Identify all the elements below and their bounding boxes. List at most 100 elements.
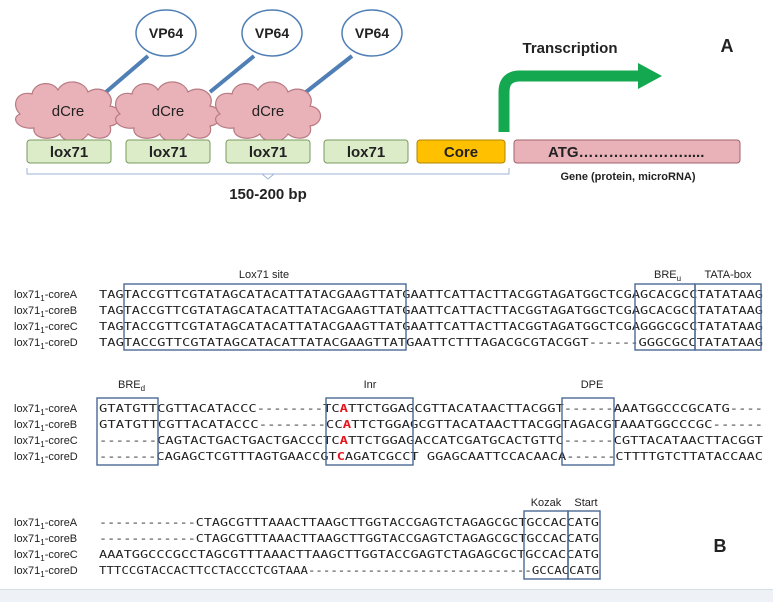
panel-label-b: B	[714, 536, 727, 556]
svg-text:lox711-coreD: lox711-coreD	[14, 565, 78, 579]
svg-text:lox711-coreA: lox711-coreA	[14, 403, 78, 417]
vp64-activators: VP64 VP64 VP64	[135, 9, 403, 57]
alignment-row: lox711-coreD -------CAGAGCTCGTTTAGTGAACC…	[14, 450, 763, 465]
row-label-sub: 1	[40, 294, 45, 303]
gene-region: ATG………………….....	[513, 139, 741, 164]
panel-a: A VP64 VP64 VP64 dC	[15, 9, 741, 203]
alignment-block-2: BREd Inr DPE lox711-coreA GTATGTTCGTTACA…	[14, 379, 763, 466]
box-label-dpe: DPE	[581, 379, 604, 391]
dcre-cloud-2: dCre	[115, 81, 222, 143]
row-label-suffix: -coreB	[45, 305, 77, 317]
length-bracket: 150-200 bp	[26, 168, 510, 203]
alignment-row: lox711-coreA GTATGTTCGTTACATACCC--------…	[14, 402, 763, 417]
sequence-text: ------------CTAGCGTTTAAACTTAAGCTTGGTACCG…	[99, 516, 599, 529]
box-label-start: Start	[574, 497, 597, 509]
svg-text:lox711-coreB: lox711-coreB	[14, 419, 77, 433]
dcre-cloud-3: dCre	[215, 81, 322, 143]
alignment-row: lox711-coreB GTATGTTCGTTACATACCC--------…	[14, 418, 763, 433]
inr-a-highlight: A	[343, 418, 352, 431]
vp64-label-1: VP64	[149, 25, 183, 41]
alignment-row: lox711-coreA TAGTACCGTTCGTATAGCATACATTAT…	[14, 288, 763, 303]
vp64-label-3: VP64	[355, 25, 389, 41]
sequence-text: TAGTACCGTTCGTATAGCATACATTATACGAAGTTATGAA…	[99, 320, 763, 333]
dcre-label-2: dCre	[152, 103, 185, 120]
vp64-label-2: VP64	[255, 25, 289, 41]
vp64-tether-3	[304, 54, 354, 94]
sequence-text: TTTCCGTACCACTTCCTACCCTCGTAAA------------…	[99, 564, 599, 577]
inr-box	[325, 397, 414, 466]
row-label-suffix: -coreD	[45, 451, 78, 463]
lox71-site-1: lox71	[26, 139, 112, 164]
vp64-tethers	[104, 54, 354, 94]
inr-a-highlight: C	[337, 450, 345, 463]
lox71-label-2: lox71	[149, 144, 187, 161]
row-label-name: lox71	[14, 321, 40, 333]
row-label-name: lox71	[14, 451, 40, 463]
panel-label-a: A	[721, 36, 734, 56]
row-label-sub: 1	[40, 310, 45, 319]
lox71-label-1: lox71	[50, 144, 88, 161]
lox71-site-4: lox71	[323, 139, 409, 164]
panel-b: B Lox71 site BREu TATA-box lox711-coreA …	[14, 269, 763, 580]
row-label-suffix: -coreA	[45, 517, 78, 529]
dcre-cloud-1: dCre	[15, 81, 122, 143]
row-label-sub: 1	[40, 424, 45, 433]
box-label-bre-d: BREd	[118, 379, 145, 393]
alignment-row: lox711-coreC TAGTACCGTTCGTATAGCATACATTAT…	[14, 320, 763, 335]
svg-text:lox711-coreC: lox711-coreC	[14, 549, 78, 563]
lox71-site-2: lox71	[125, 139, 211, 164]
row-label-name: lox71	[14, 435, 40, 447]
svg-text:lox711-coreA: lox711-coreA	[14, 517, 78, 531]
vp64-tether-1	[104, 54, 150, 94]
box-label-lox71-site: Lox71 site	[239, 269, 289, 281]
sequence-text: TAGTACCGTTCGTATAGCATACATTATACGAAGTTATGAA…	[99, 304, 763, 317]
row-label-sub: 1	[40, 570, 45, 579]
dcre-label-3: dCre	[252, 103, 285, 120]
sequence-text: TAGTACCGTTCGTATAGCATACATTATACGAAGTTATGAA…	[99, 336, 763, 349]
tata-box-box	[694, 283, 762, 351]
inr-a-highlight: A	[340, 402, 349, 415]
alignment-row: lox711-coreC AAATGGCCCGCCTAGCGTTTAAACTTA…	[14, 548, 599, 563]
row-label-name: lox71	[14, 549, 40, 561]
lox71-label-3: lox71	[249, 144, 287, 161]
alignment-row: lox711-coreC -------CAGTACTGACTGACTGACCC…	[14, 434, 763, 449]
inr-a-highlight: A	[340, 434, 349, 447]
lox71-label-4: lox71	[347, 144, 385, 161]
vp64-tether-2	[208, 54, 256, 94]
row-label-sub: 1	[40, 440, 45, 449]
alignment-block-3: Kozak Start lox711-coreA ------------CTA…	[14, 497, 601, 580]
gene-caption: Gene (protein, microRNA)	[560, 171, 695, 183]
sequence-text: ------------CTAGCGTTTAAACTTAAGCTTGGTACCG…	[99, 532, 599, 545]
row-label-sub: 1	[40, 408, 45, 417]
lox71-site-3: lox71	[225, 139, 311, 164]
bre-d-box	[96, 397, 159, 466]
row-label-suffix: -coreB	[45, 533, 77, 545]
row-label-suffix: -coreC	[45, 435, 78, 447]
row-label-suffix: -coreC	[45, 321, 78, 333]
core-label: Core	[444, 144, 478, 161]
bottom-band	[0, 589, 773, 602]
transcription-label: Transcription	[522, 40, 617, 57]
row-label-name: lox71	[14, 565, 40, 577]
svg-text:lox711-coreC: lox711-coreC	[14, 435, 78, 449]
vp64-node-1: VP64	[135, 9, 197, 57]
row-label-sub: 1	[40, 538, 45, 547]
row-label-suffix: -coreC	[45, 549, 78, 561]
row-label-name: lox71	[14, 337, 40, 349]
transcription-arrow: Transcription	[498, 40, 662, 132]
row-label-sub: 1	[40, 522, 45, 531]
box-label-inr: Inr	[364, 379, 377, 391]
row-label-name: lox71	[14, 305, 40, 317]
promoter-elements: lox71 lox71 lox71 lox71 Core ATG………………….…	[26, 139, 741, 183]
row-label-name: lox71	[14, 403, 40, 415]
alignment-row: lox711-coreB ------------CTAGCGTTTAAACTT…	[14, 532, 599, 547]
row-label-suffix: -coreB	[45, 419, 77, 431]
alignment-block-1: Lox71 site BREu TATA-box lox711-coreA TA…	[14, 269, 763, 351]
row-label-suffix: -coreA	[45, 289, 78, 301]
vp64-node-3: VP64	[341, 9, 403, 57]
row-label-suffix: -coreD	[45, 337, 78, 349]
